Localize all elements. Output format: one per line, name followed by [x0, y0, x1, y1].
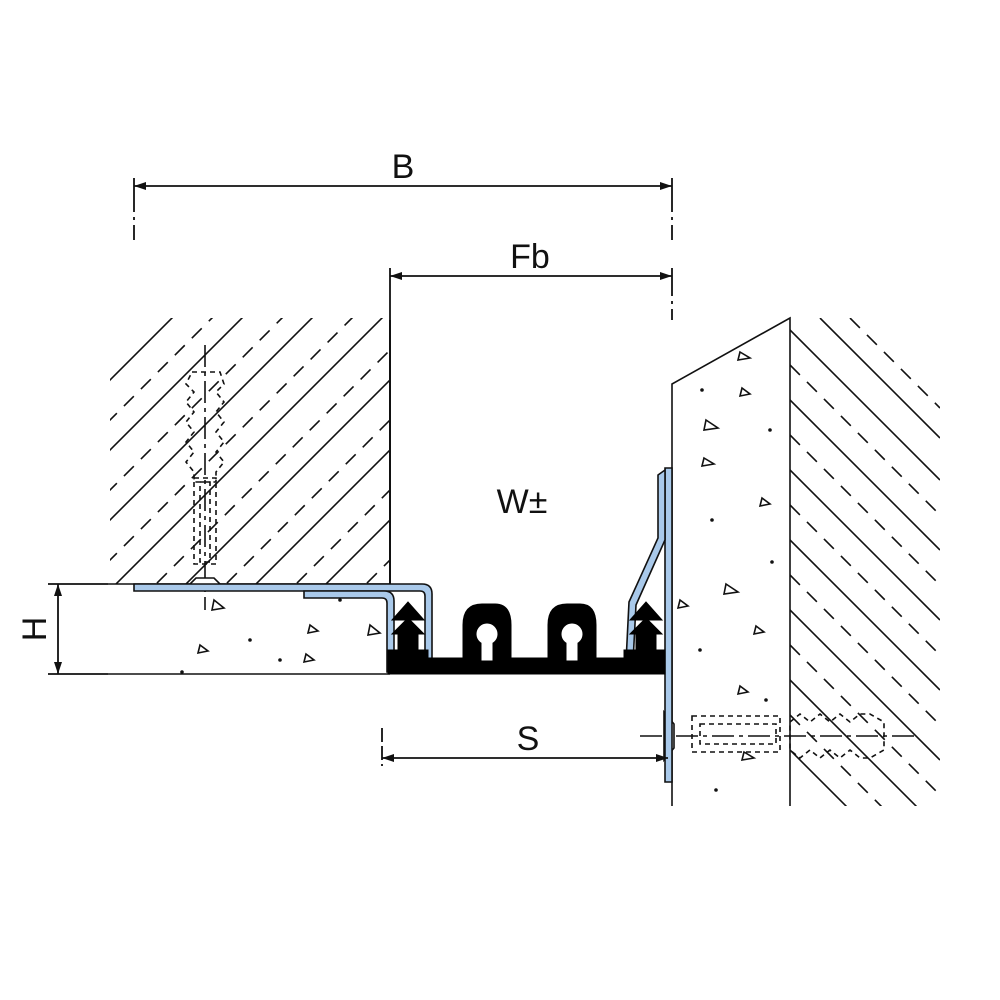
left-anchor-dowel [184, 345, 226, 610]
left-profile [133, 583, 433, 673]
rubber-insert [387, 601, 666, 675]
label-h: H [16, 617, 54, 642]
right-anchor-dowel [640, 712, 915, 760]
dimension-lines [48, 178, 673, 766]
right-substrate [790, 318, 940, 806]
label-b: B [392, 148, 415, 186]
left-substrate-hatch [110, 318, 390, 584]
label-s: S [517, 720, 540, 758]
right-concrete [671, 316, 791, 806]
label-fb: Fb [510, 238, 550, 276]
left-substrate [110, 318, 390, 584]
label-w: W± [497, 483, 548, 521]
